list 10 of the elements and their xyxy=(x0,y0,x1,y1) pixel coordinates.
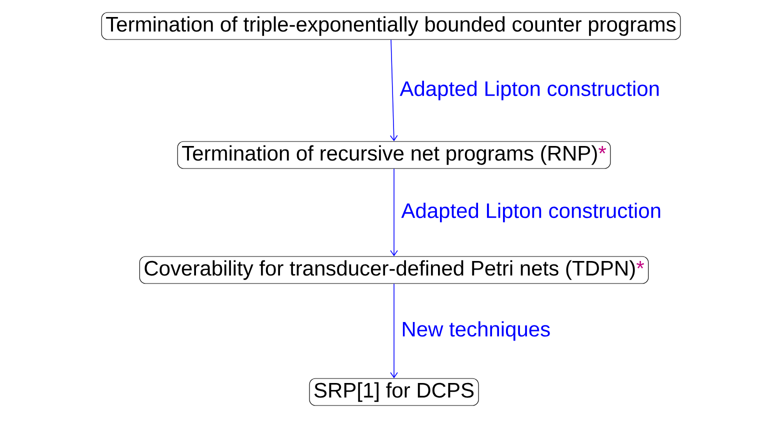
process-box: Coverability for transducer-defined Petri nets (TDPN)* xyxy=(139,256,649,284)
process-box: SRP[1] for DCPS xyxy=(309,378,479,406)
process-box: Termination of recursive net programs (RNP)* xyxy=(177,141,611,169)
arrow xyxy=(390,39,398,142)
edge-label: Adapted Lipton construction xyxy=(400,80,659,100)
edge-label: Adapted Lipton construction xyxy=(401,202,660,222)
edge-label: New techniques xyxy=(402,321,550,341)
arrow xyxy=(390,168,398,256)
process-box: Termination of triple-exponentially bounded counter programs xyxy=(101,12,681,40)
arrow xyxy=(390,283,398,378)
